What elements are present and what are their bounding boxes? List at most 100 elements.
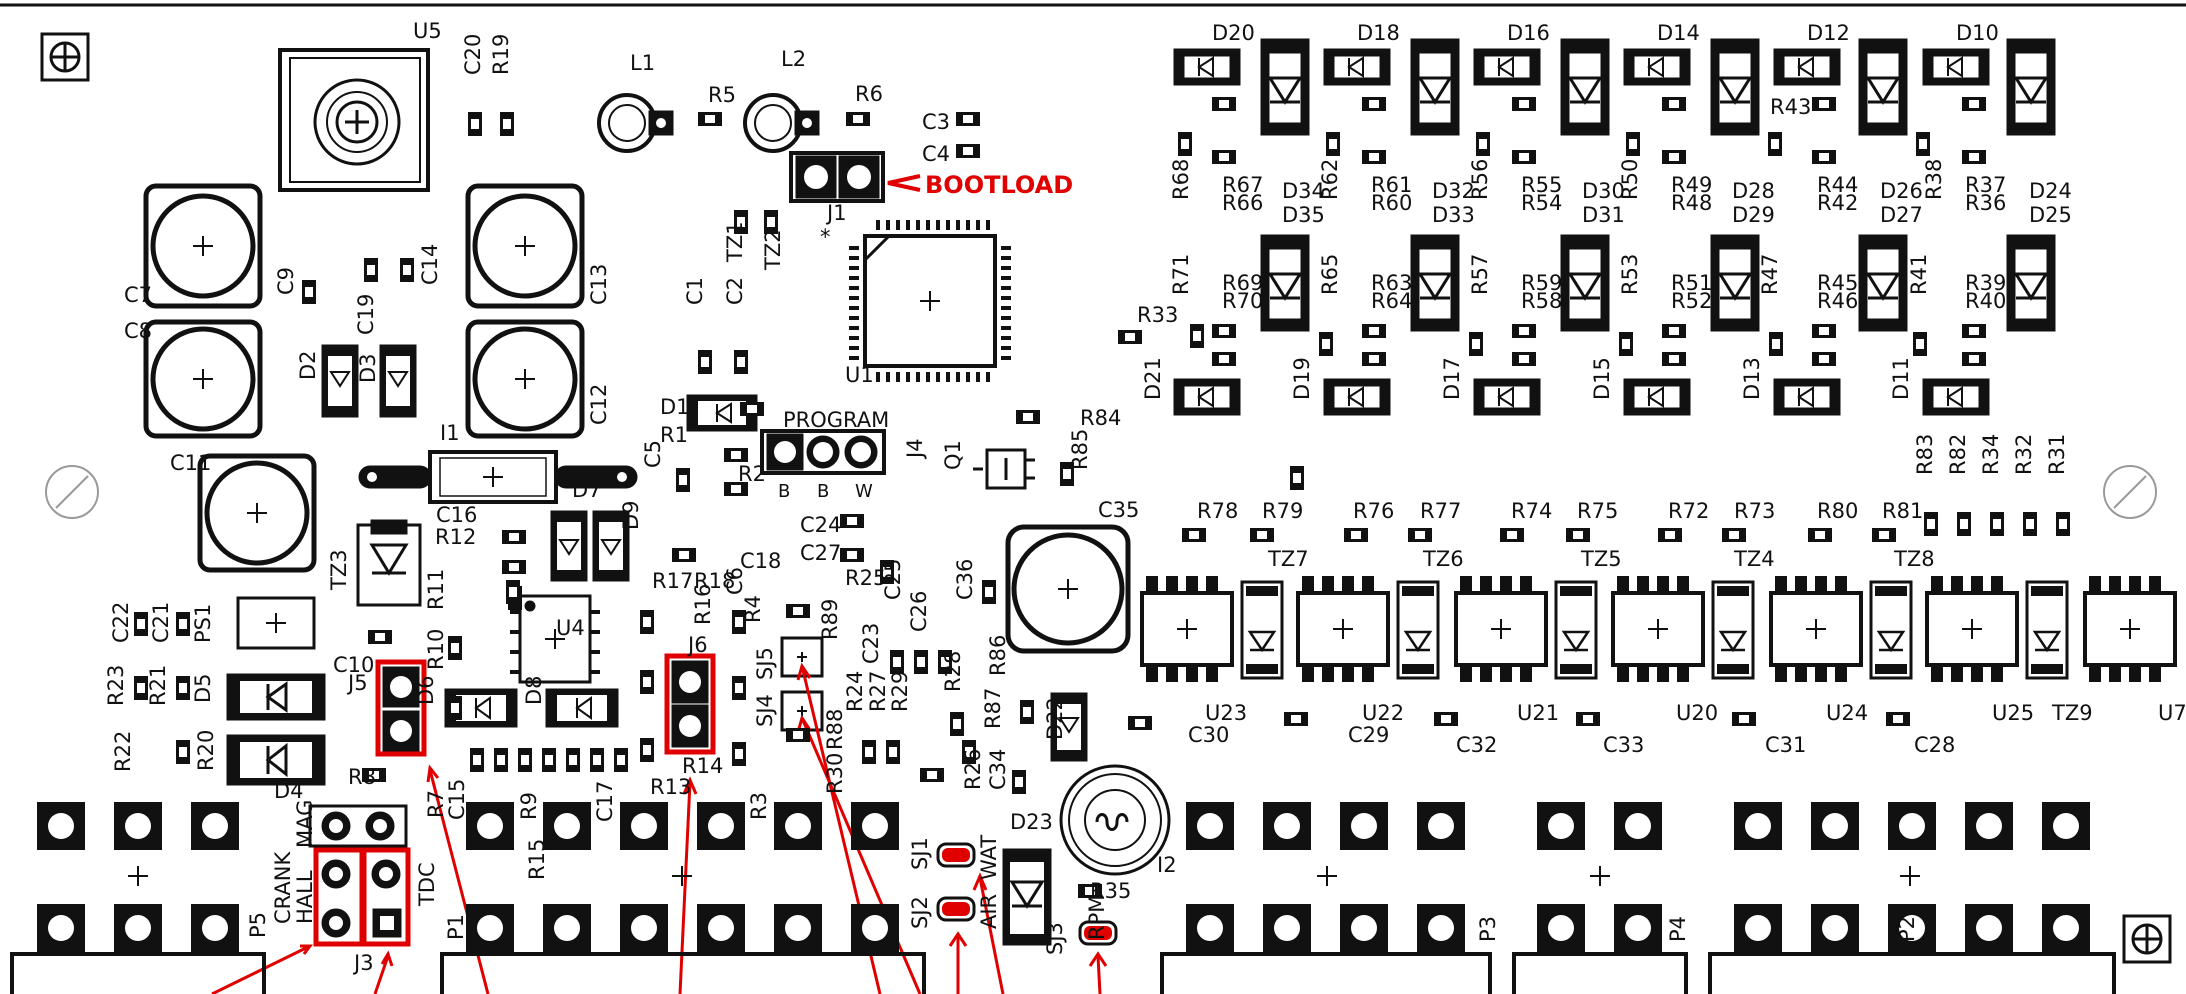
designator-r18: R18: [694, 569, 735, 593]
designator-d27: D27: [1880, 203, 1923, 227]
designator-u22: U22: [1362, 701, 1404, 725]
designator-d24: D24: [2029, 179, 2072, 203]
designator-r81: R81: [1882, 499, 1923, 523]
designator-d34: D34: [1282, 179, 1325, 203]
smd-chip: [448, 696, 462, 720]
designator-r46: R46: [1817, 289, 1858, 313]
designator-j6: J6: [686, 633, 708, 657]
designator-r14: R14: [682, 754, 723, 778]
designator-r29: R29: [888, 671, 912, 712]
smd-chip: [1662, 352, 1686, 366]
designator-r75: R75: [1577, 499, 1618, 523]
designator-r52: R52: [1671, 289, 1712, 313]
designator-u24: U24: [1826, 701, 1868, 725]
designator-r60: R60: [1371, 191, 1412, 215]
designator-d35: D35: [1282, 203, 1325, 227]
designator-c1: C1: [683, 277, 707, 305]
smd-chip: [1962, 97, 1986, 111]
designator-c19: C19: [354, 294, 378, 335]
designator-r9: R9: [517, 792, 541, 820]
smd-chip: [1512, 150, 1536, 164]
smd-chip: [724, 482, 748, 496]
smd-chip: [676, 468, 690, 492]
designator-j4: J4: [903, 438, 927, 460]
smd-chip: [494, 748, 508, 772]
designator-c32: C32: [1456, 733, 1497, 757]
designator-r64: R64: [1371, 289, 1412, 313]
smd-chip: [1212, 97, 1236, 111]
designator-c33: C33: [1603, 733, 1644, 757]
designator-l1: L1: [630, 51, 655, 75]
smd-chip: [1962, 150, 1986, 164]
designator-i1: I1: [440, 421, 460, 445]
designator-d18: D18: [1357, 21, 1400, 45]
smd-chip: [1060, 462, 1074, 486]
designator-c22: C22: [109, 602, 133, 643]
designator-c20: C20: [461, 34, 485, 75]
smd-chip: [734, 350, 748, 374]
smd-chip: [1190, 324, 1204, 348]
smd-chip: [1662, 324, 1686, 338]
smd-chip: [1408, 528, 1432, 542]
designator-c5: C5: [641, 440, 665, 468]
smd-chip: [740, 402, 764, 416]
designator-u23: U23: [1205, 701, 1247, 725]
designator-r68: R68: [1169, 159, 1193, 200]
smd-chip: [1662, 97, 1686, 111]
designator-r34: R34: [1979, 434, 2003, 475]
designator-r11: R11: [424, 569, 448, 610]
designator-ps1: PS1: [191, 604, 215, 643]
designator-r6: R6: [855, 82, 883, 106]
designator-c21: C21: [149, 602, 173, 643]
smd-chip: [368, 630, 392, 644]
designator-r85: R85: [1068, 429, 1092, 470]
smd-chip: [1662, 150, 1686, 164]
smd-chip: [1808, 528, 1832, 542]
designator-d26: D26: [1880, 179, 1923, 203]
smd-chip: [1962, 352, 1986, 366]
designator-r32: R32: [2012, 434, 2036, 475]
designator-tz6: TZ6: [1422, 547, 1464, 571]
designator-c27: C27: [800, 541, 841, 565]
designator-r33: R33: [1137, 303, 1178, 327]
smd-chip: [956, 144, 980, 158]
designator-c6: C6: [723, 567, 747, 595]
designator-r41: R41: [1907, 254, 1931, 295]
designator-r50: R50: [1618, 159, 1642, 200]
designator-sj1: SJ1: [908, 837, 932, 870]
designator-c15: C15: [445, 779, 469, 820]
designator-tz2: TZ2: [761, 229, 785, 271]
smd-chip: [956, 112, 980, 126]
smd-chip: [862, 740, 876, 764]
designator-r13: R13: [650, 775, 691, 799]
designator-r66: R66: [1222, 191, 1263, 215]
designator-p2: P2: [1895, 916, 1919, 942]
designator-u7: U7: [2158, 701, 2186, 725]
smd-chip: [1962, 324, 1986, 338]
designator-l2: L2: [781, 47, 806, 71]
designator-r53: R53: [1618, 254, 1642, 295]
designator-d2: D2: [296, 350, 320, 380]
smd-chip: [786, 728, 810, 742]
program-pin-3: W: [855, 481, 873, 502]
smd-chip: [1512, 352, 1536, 366]
smd-chip: [1812, 150, 1836, 164]
designator-r42: R42: [1817, 191, 1858, 215]
designator-d28: D28: [1732, 179, 1775, 203]
designator-r22: R22: [111, 731, 135, 772]
designator-d12: D12: [1807, 21, 1850, 45]
designator-r78: R78: [1197, 499, 1238, 523]
designator-c10: C10: [333, 653, 374, 677]
designator-r84: R84: [1080, 406, 1121, 430]
designator-d14: D14: [1657, 21, 1700, 45]
designator-r21: R21: [146, 665, 170, 706]
smd-chip: [2023, 512, 2037, 536]
designator-d8: D8: [522, 675, 546, 705]
smd-chip: [840, 514, 864, 528]
designator-c2: C2: [723, 277, 747, 305]
designator-r26: R26: [961, 749, 985, 790]
smd-chip: [502, 560, 526, 574]
designator-r62: R62: [1318, 159, 1342, 200]
designator-tz4: TZ4: [1733, 547, 1775, 571]
program-label: PROGRAM: [783, 408, 889, 432]
